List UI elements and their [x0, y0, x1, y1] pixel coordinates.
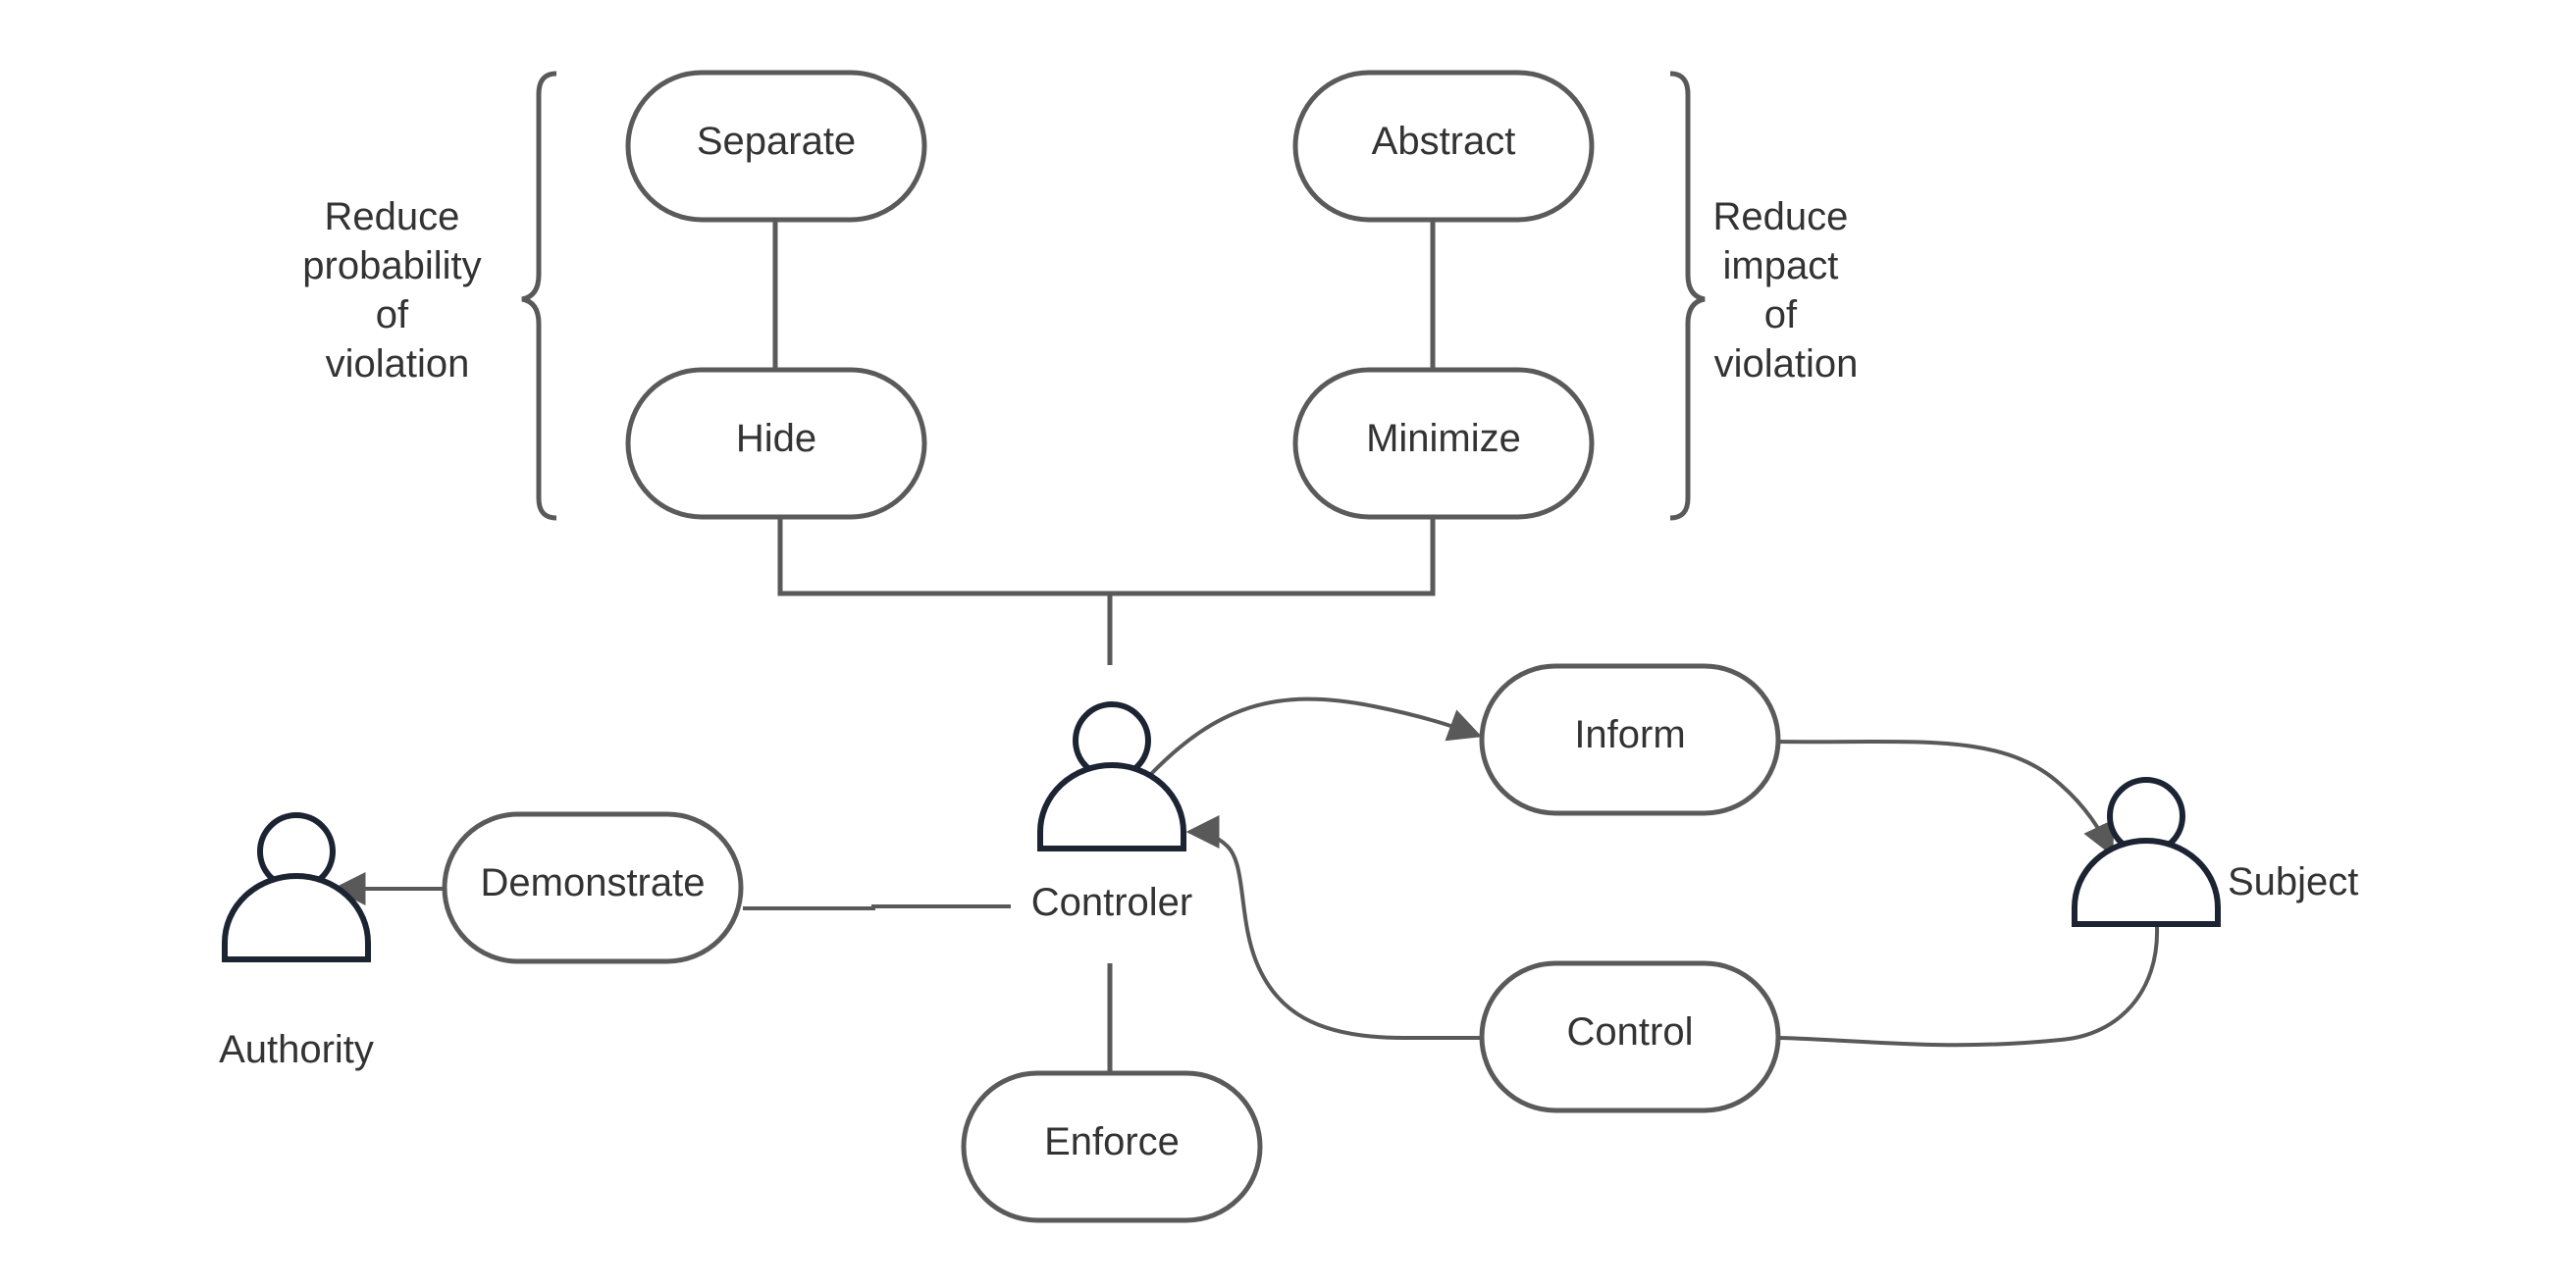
control-to-controller-arrow: [1185, 815, 1484, 1040]
node-abstract-label: Abstract: [1372, 120, 1516, 163]
node-hide: Hide: [625, 367, 927, 520]
actor-authority: Authority: [219, 812, 374, 1071]
node-abstract: Abstract: [1292, 70, 1595, 223]
node-separate-label: Separate: [697, 120, 856, 163]
node-separate: Separate: [625, 70, 927, 223]
node-hide-label: Hide: [736, 417, 816, 460]
node-inform: Inform: [1479, 663, 1781, 816]
actor-subject: Subject: [2072, 777, 2358, 927]
actor-controller-label: Controler: [1031, 881, 1193, 924]
person-icon: [222, 812, 371, 962]
node-control-label: Control: [1567, 1010, 1694, 1054]
node-demonstrate-label: Demonstrate: [481, 861, 706, 904]
inform-to-subject-arrow: [1777, 739, 2115, 857]
node-enforce: Enforce: [961, 1070, 1263, 1223]
node-minimize-label: Minimize: [1366, 417, 1521, 460]
node-inform-label: Inform: [1574, 713, 1685, 756]
controller-to-inform-arrow: [1148, 696, 1483, 777]
node-minimize: Minimize: [1292, 367, 1595, 520]
person-icon: [1037, 701, 1186, 851]
node-enforce-label: Enforce: [1044, 1120, 1180, 1163]
right-brace-label: Reduce impact of violation: [1713, 195, 1860, 386]
actor-authority-label: Authority: [219, 1028, 374, 1071]
strategies-bracket-connector: [777, 518, 1436, 596]
actor-subject-label: Subject: [2228, 860, 2358, 903]
node-control: Control: [1479, 960, 1781, 1113]
actor-controller: Controler: [1031, 701, 1193, 924]
subject-to-control-connector: [1777, 926, 2160, 1048]
left-brace-label: Reduce probability of violation: [302, 195, 492, 386]
person-icon: [2072, 777, 2221, 927]
right-brace: [1669, 71, 1706, 521]
controller-to-demonstrate-connector: [743, 904, 1011, 910]
left-brace: [521, 71, 557, 521]
node-demonstrate: Demonstrate: [442, 811, 744, 964]
